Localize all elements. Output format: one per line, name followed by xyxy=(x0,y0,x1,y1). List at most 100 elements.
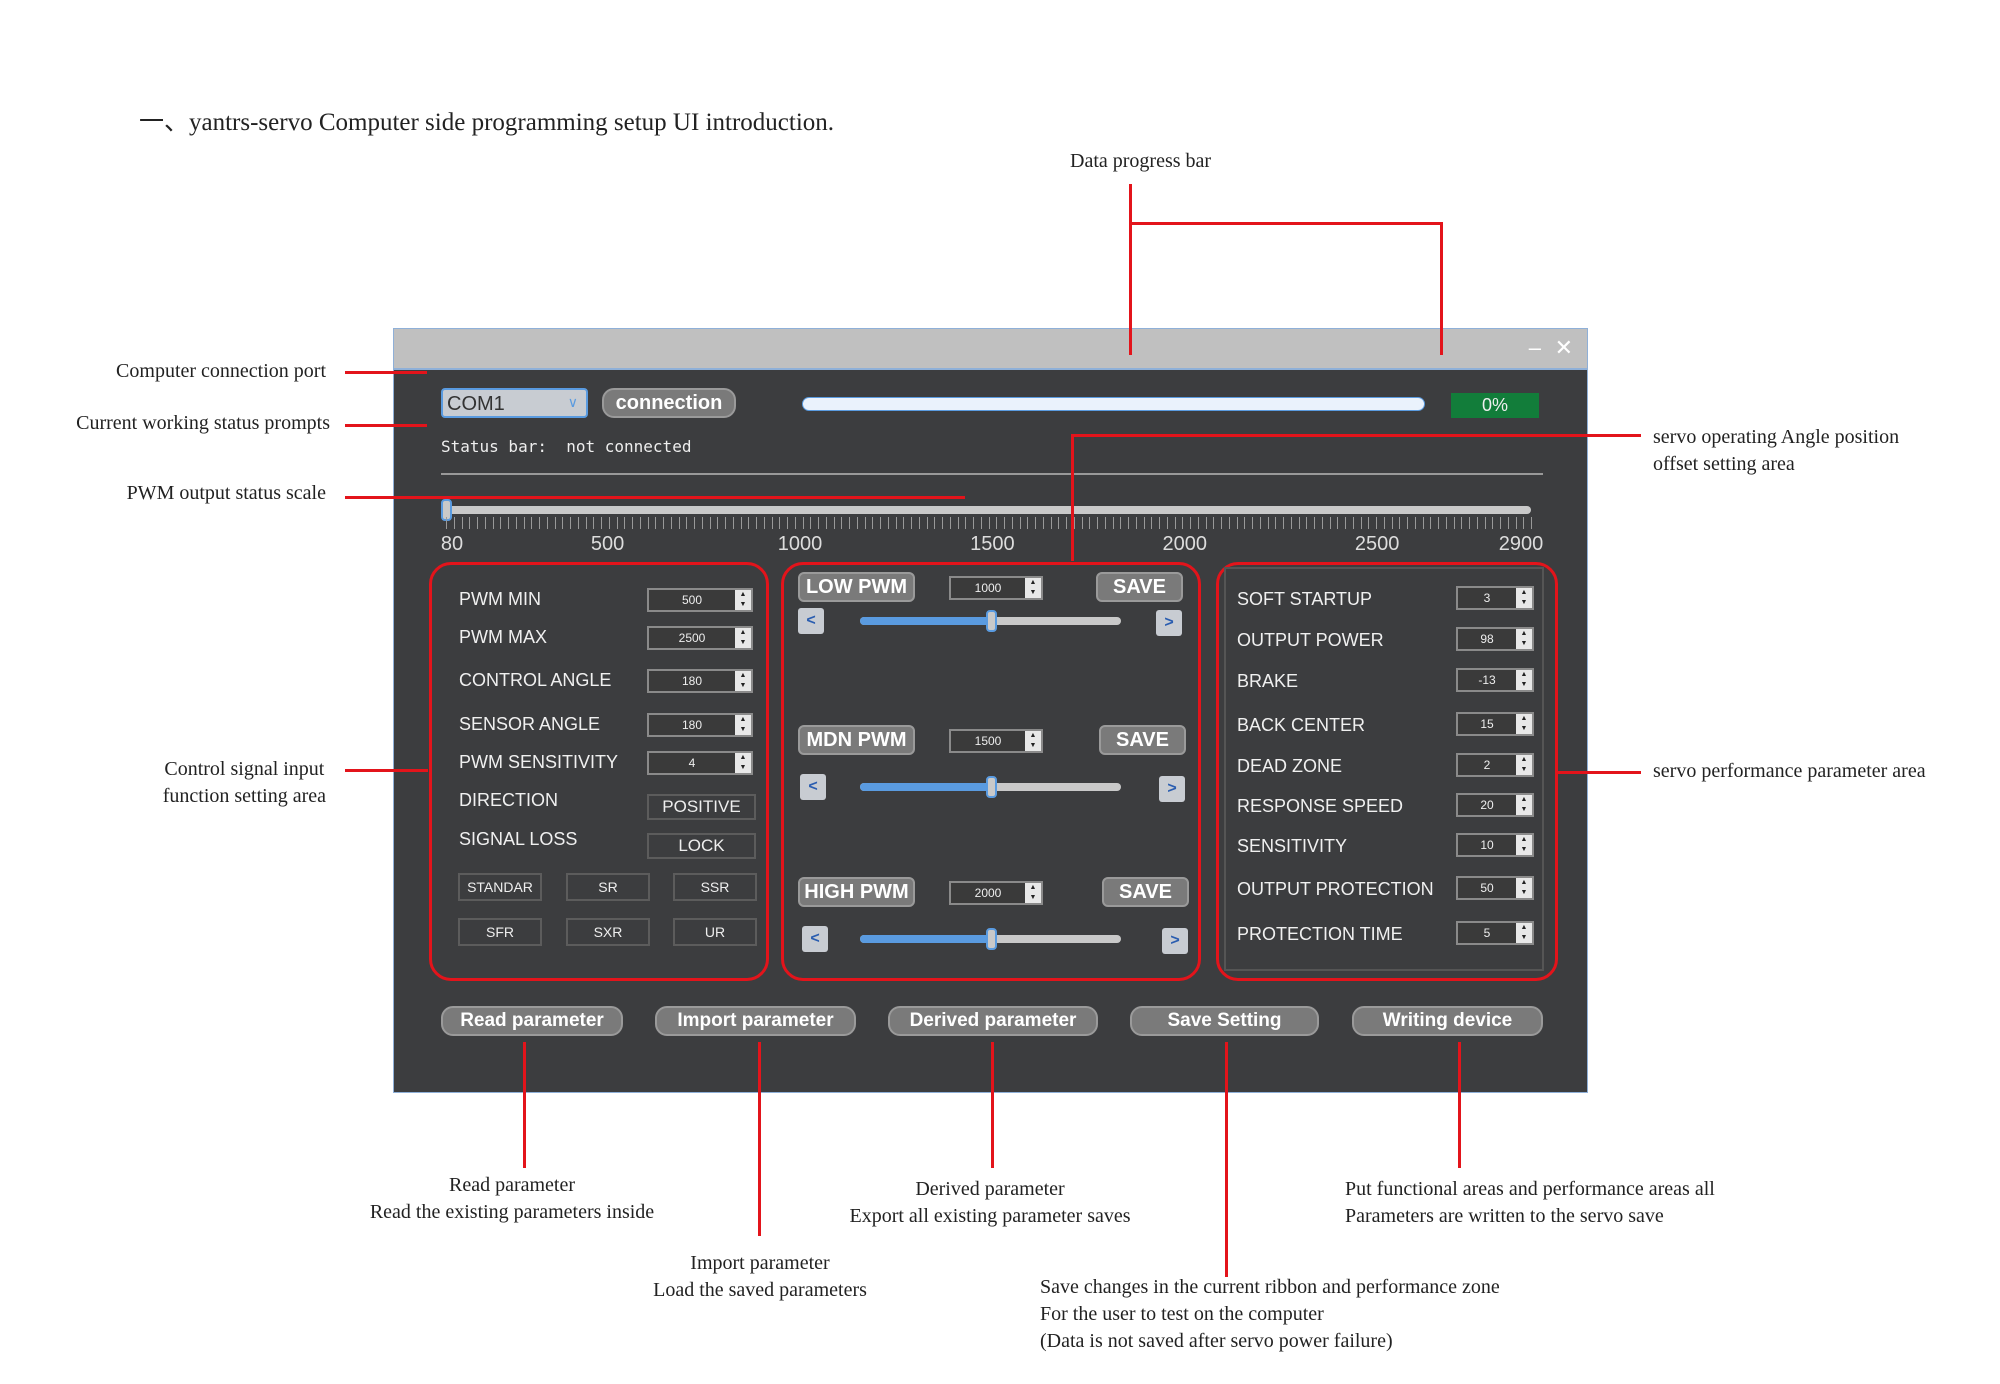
scale-tick xyxy=(903,517,905,529)
number-spinbox[interactable]: 50▲▼ xyxy=(1456,876,1534,900)
scale-tick xyxy=(779,517,781,529)
number-spinbox[interactable]: 180 ▲▼ xyxy=(647,713,753,737)
scale-tick xyxy=(608,517,610,529)
spinbox-arrows-icon[interactable]: ▲▼ xyxy=(1025,578,1041,598)
spinbox-arrows-icon[interactable]: ▲▼ xyxy=(735,753,751,773)
scale-tick xyxy=(1197,517,1199,529)
number-spinbox[interactable]: 1000▲▼ xyxy=(949,576,1043,600)
spinbox-arrows-icon[interactable]: ▲▼ xyxy=(1516,923,1532,943)
annotation-pwm-scale: PWM output status scale xyxy=(126,482,326,504)
spinbox-value: 180 xyxy=(681,718,703,732)
scale-tick xyxy=(856,517,858,529)
scale-tick xyxy=(887,517,889,529)
save-button[interactable]: SAVE xyxy=(1099,725,1186,755)
scale-label: 2900 xyxy=(1498,533,1544,555)
number-spinbox[interactable]: 500▲▼ xyxy=(647,588,753,612)
number-spinbox[interactable]: 15▲▼ xyxy=(1456,712,1534,736)
scale-tick xyxy=(601,517,602,529)
spinbox-arrows-icon[interactable]: ▲▼ xyxy=(1516,629,1532,649)
spinbox-arrows-icon[interactable]: ▲▼ xyxy=(1516,795,1532,815)
scale-tick xyxy=(593,517,595,529)
number-spinbox[interactable]: 98▲▼ xyxy=(1456,627,1534,651)
scale-tick xyxy=(973,517,974,529)
number-spinbox[interactable]: -13▲▼ xyxy=(1456,668,1534,692)
mode-button-sr[interactable]: SR xyxy=(566,873,650,901)
scale-tick xyxy=(1073,517,1075,529)
scale-tick xyxy=(825,517,827,529)
pwm-slider-thumb[interactable] xyxy=(985,928,997,950)
spinbox-arrows-icon[interactable]: ▲▼ xyxy=(1516,670,1532,690)
number-spinbox[interactable]: 3▲▼ xyxy=(1456,586,1534,610)
save-button[interactable]: SAVE xyxy=(1096,572,1183,602)
mode-button-standar[interactable]: STANDAR xyxy=(458,873,542,901)
spinbox-arrows-icon[interactable]: ▲▼ xyxy=(1516,714,1532,734)
increase-button[interactable]: > xyxy=(1162,928,1188,954)
derived-parameter-button[interactable]: Derived parameter xyxy=(888,1006,1098,1036)
close-icon[interactable]: ✕ xyxy=(1554,335,1573,360)
annotation-status-prompts: Current working status prompts xyxy=(76,412,330,434)
spinbox-arrows-icon[interactable]: ▲▼ xyxy=(1516,878,1532,898)
increase-button[interactable]: > xyxy=(1159,776,1185,802)
decrease-button[interactable]: < xyxy=(798,608,824,634)
number-spinbox[interactable]: 2500▲▼ xyxy=(647,626,753,650)
pwm-label-button[interactable]: MDN PWM xyxy=(798,725,915,755)
spinbox-arrows-icon[interactable]: ▲▼ xyxy=(735,628,751,648)
number-spinbox[interactable]: 20▲▼ xyxy=(1456,793,1534,817)
mode-button-ssr[interactable]: SSR xyxy=(673,873,757,901)
spinbox-arrows-icon[interactable]: ▲▼ xyxy=(1516,755,1532,775)
writing-device-button[interactable]: Writing device xyxy=(1352,1006,1543,1036)
spinbox-arrows-icon[interactable]: ▲▼ xyxy=(1516,588,1532,608)
mode-button-sfr[interactable]: SFR xyxy=(458,918,542,946)
spinbox-arrows-icon[interactable]: ▲▼ xyxy=(735,671,751,691)
spinbox-value: 180 xyxy=(681,674,703,688)
pwm-label-button[interactable]: LOW PWM xyxy=(798,572,915,602)
scale-tick xyxy=(748,517,750,529)
scale-tick xyxy=(1492,517,1494,529)
scale-tick xyxy=(531,517,533,529)
scale-tick xyxy=(1159,517,1160,529)
spinbox-arrows-icon[interactable]: ▲▼ xyxy=(1516,835,1532,855)
mode-button-sxr[interactable]: SXR xyxy=(566,918,650,946)
number-spinbox[interactable]: 2000▲▼ xyxy=(949,881,1043,905)
scale-tick xyxy=(1399,517,1401,529)
connection-button[interactable]: connection xyxy=(602,388,736,418)
read-parameter-button[interactable]: Read parameter xyxy=(441,1006,623,1036)
number-spinbox[interactable]: 1500 ▲▼ xyxy=(949,729,1043,753)
signal-loss-button[interactable]: LOCK xyxy=(647,833,756,859)
number-spinbox[interactable]: 10▲▼ xyxy=(1456,833,1534,857)
spinbox-value: 1500 xyxy=(974,734,1002,748)
import-parameter-button[interactable]: Import parameter xyxy=(655,1006,856,1036)
scale-tick xyxy=(1368,517,1370,529)
spinbox-arrows-icon[interactable]: ▲▼ xyxy=(735,715,751,735)
number-spinbox[interactable]: 180 ▲▼ xyxy=(647,669,753,693)
scale-tick xyxy=(1182,517,1184,529)
scale-tick xyxy=(1221,517,1222,529)
spinbox-arrows-icon[interactable]: ▲▼ xyxy=(1025,731,1041,751)
save-button[interactable]: SAVE xyxy=(1102,877,1189,907)
scale-tick xyxy=(1345,517,1346,529)
minimize-icon[interactable]: – xyxy=(1528,335,1541,360)
pwm-slider-thumb[interactable] xyxy=(985,610,997,632)
save-setting-button[interactable]: Save Setting xyxy=(1130,1006,1319,1036)
signal-loss-label: SIGNAL LOSS xyxy=(459,829,578,849)
control-signal-area xyxy=(429,562,769,981)
pwm-label-button[interactable]: HIGH PWM xyxy=(798,877,915,907)
scale-tick xyxy=(763,517,765,529)
number-spinbox[interactable]: 5▲▼ xyxy=(1456,921,1534,945)
increase-button[interactable]: > xyxy=(1156,610,1182,636)
scale-label: 1500 xyxy=(970,533,1015,555)
mode-button-ur[interactable]: UR xyxy=(673,918,757,946)
decrease-button[interactable]: < xyxy=(802,926,828,952)
scale-tick xyxy=(934,517,936,529)
number-spinbox[interactable]: 4▲▼ xyxy=(647,751,753,775)
decrease-button[interactable]: < xyxy=(800,774,826,800)
pwm-slider-thumb[interactable] xyxy=(985,776,997,798)
angle-offset-area xyxy=(781,562,1201,981)
scale-tick xyxy=(1407,517,1408,529)
spinbox-arrows-icon[interactable]: ▲▼ xyxy=(735,590,751,610)
spinbox-arrows-icon[interactable]: ▲▼ xyxy=(1025,883,1041,903)
number-spinbox[interactable]: 2▲▼ xyxy=(1456,753,1534,777)
port-select[interactable]: COM1∨ xyxy=(441,388,588,418)
direction-button[interactable]: POSITIVE xyxy=(647,794,756,820)
